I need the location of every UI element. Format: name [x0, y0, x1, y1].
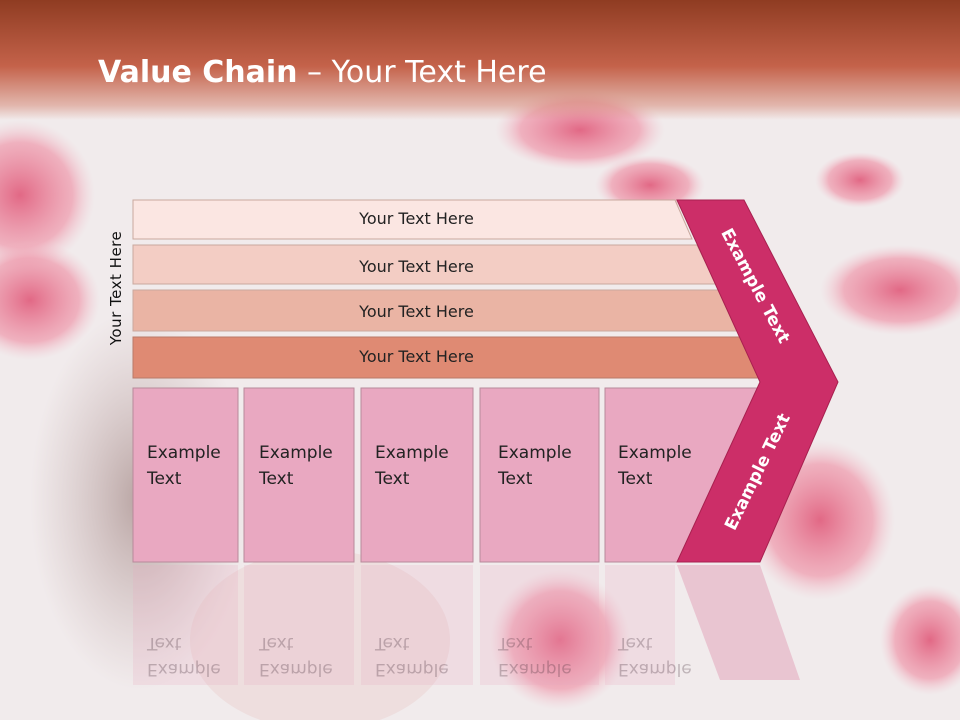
- title-rest: – Your Text Here: [297, 55, 547, 90]
- bar-2-label: Your Text Here: [359, 257, 474, 276]
- box-3: [360, 387, 474, 563]
- title-bar: [0, 0, 960, 120]
- box-4: [479, 387, 600, 563]
- chevron: [676, 199, 839, 563]
- bar-1: [132, 199, 693, 240]
- bar-1-label: Your Text Here: [359, 209, 474, 228]
- box-1: [132, 387, 239, 563]
- page-title: Value Chain – Your Text Here: [98, 55, 547, 90]
- bar-3-label: Your Text Here: [359, 302, 474, 321]
- title-bold: Value Chain: [98, 55, 298, 90]
- bar-4-label: Your Text Here: [359, 347, 474, 366]
- box-2: [243, 387, 355, 563]
